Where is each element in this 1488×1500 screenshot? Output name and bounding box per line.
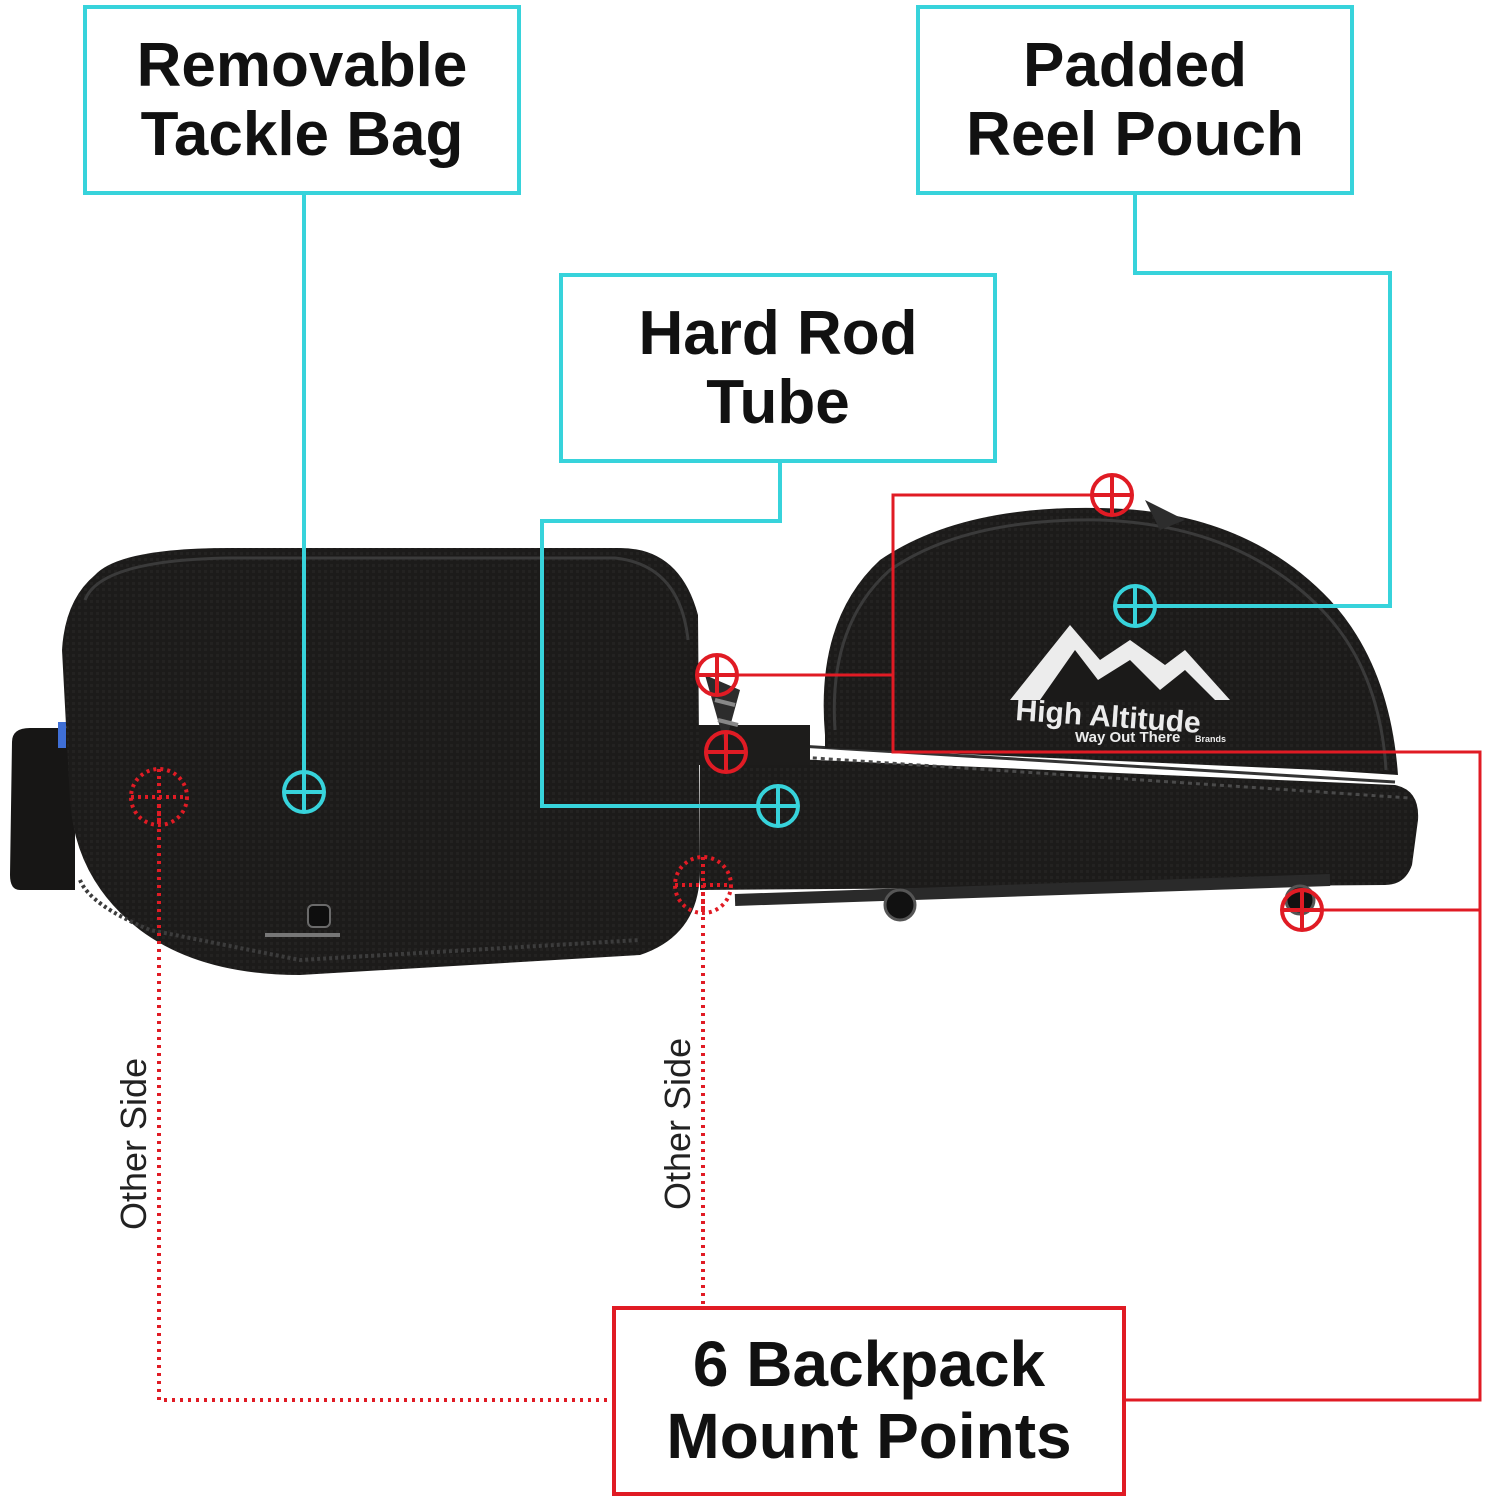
- callout-line: Reel Pouch: [966, 100, 1304, 169]
- crosshair-icon: [1280, 888, 1324, 932]
- other-side-label-middle: Other Side: [657, 1037, 698, 1210]
- callout-line: Removable: [136, 30, 468, 100]
- brand-sub: Brands: [1195, 734, 1226, 744]
- left-end-cap: [10, 722, 75, 890]
- connector-lines: [157, 195, 1482, 1402]
- callout-line: Mount Points: [666, 1400, 1072, 1472]
- crosshair-icon: [129, 767, 189, 827]
- crosshair-icon: [673, 855, 733, 915]
- mountain-logo: [1010, 625, 1230, 700]
- callout-line: Tackle Bag: [140, 100, 464, 169]
- callout-line: 6 Backpack: [692, 1328, 1046, 1401]
- callout-rod-tube: Hard Rod Tube: [559, 273, 997, 463]
- callout-line: Padded: [1023, 30, 1247, 100]
- callout-mount-points: 6 Backpack Mount Points: [612, 1306, 1126, 1496]
- callout-reel-pouch: Padded Reel Pouch: [916, 5, 1354, 195]
- reel-pouch: [823, 500, 1398, 775]
- tackle-bag: [62, 548, 740, 975]
- callout-tackle-bag: Removable Tackle Bag: [83, 5, 521, 195]
- callout-line: Hard Rod: [638, 298, 918, 368]
- crosshair-icon: [1113, 584, 1157, 628]
- crosshair-icon: [704, 730, 748, 774]
- crosshair-markers: [129, 473, 1324, 932]
- crosshair-icon: [756, 784, 800, 828]
- brand-tagline: Way Out There: [1075, 729, 1180, 746]
- crosshair-icon: [1090, 473, 1134, 517]
- crosshair-icon: [282, 770, 326, 814]
- crosshair-icon: [695, 653, 739, 697]
- rod-tube-body: [690, 725, 1419, 922]
- callout-line: Tube: [706, 368, 850, 437]
- other-side-label-left: Other Side: [113, 1057, 154, 1230]
